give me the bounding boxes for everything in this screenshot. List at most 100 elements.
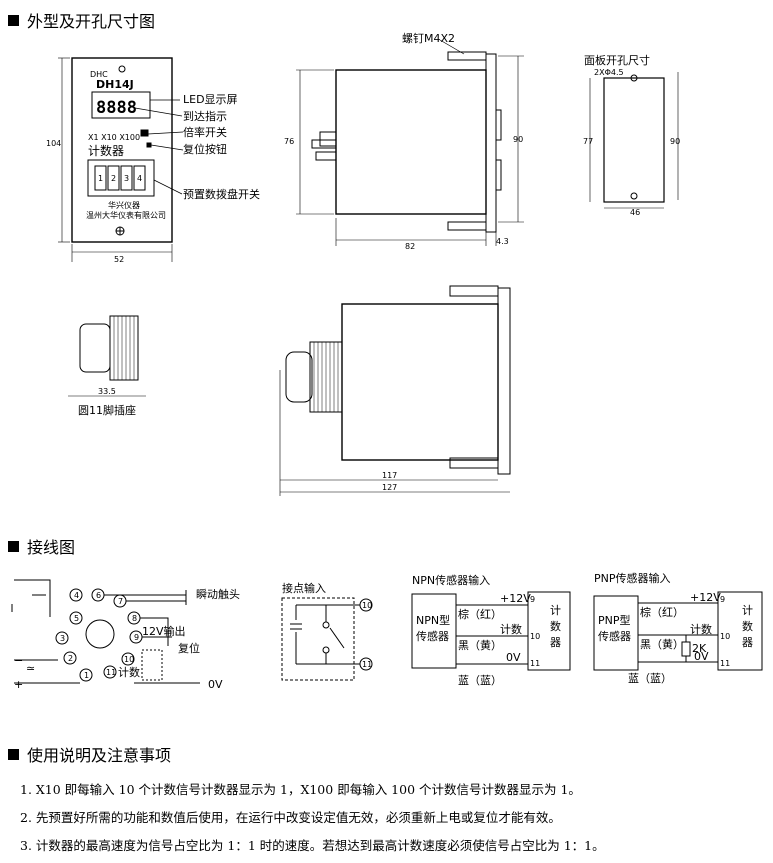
pnp-counter: 数 bbox=[742, 620, 753, 633]
front-maker1: 华兴仪器 bbox=[108, 200, 140, 210]
npn-box2: 传感器 bbox=[416, 630, 449, 643]
dim-52: 52 bbox=[114, 255, 124, 264]
pnp-r2k: 2K bbox=[692, 642, 707, 655]
pin-3: 3 bbox=[60, 634, 65, 643]
pnp-counter: 器 bbox=[742, 636, 753, 649]
wiring-plus: + bbox=[14, 678, 23, 691]
npn-zero: 0V bbox=[506, 651, 521, 664]
pnp-title: PNP传感器输入 bbox=[594, 571, 671, 585]
note-1: 1. X10 即每输入 10 个计数信号计数器显示为 1，X100 即每输入 1… bbox=[20, 782, 581, 797]
dim-82: 82 bbox=[405, 242, 415, 251]
wiring-minus: − bbox=[14, 654, 23, 667]
dim-104: 104 bbox=[46, 139, 61, 148]
dim-117: 117 bbox=[382, 471, 397, 480]
npn-counter: 器 bbox=[550, 636, 561, 649]
npn-box1: NPN型 bbox=[416, 613, 450, 627]
digit: 1 bbox=[98, 174, 103, 183]
cutout-title: 面板开孔尺寸 bbox=[584, 53, 650, 67]
wiring-main bbox=[11, 579, 200, 684]
pin-6: 6 bbox=[96, 591, 101, 600]
callout-led: LED显示屏 bbox=[183, 93, 238, 106]
section-dimensions: 外型及开孔尺寸图 bbox=[8, 8, 155, 32]
wiring-instant: 瞬动触头 bbox=[196, 587, 240, 601]
dim-90-cutout: 90 bbox=[670, 137, 680, 146]
side-screw: 螺钉M4X2 bbox=[402, 32, 455, 45]
socket-label: 圆11脚插座 bbox=[78, 403, 136, 417]
pnp-pin9: 9 bbox=[720, 595, 725, 604]
contact-pin11: 11 bbox=[362, 660, 372, 669]
front-view bbox=[58, 57, 184, 262]
section-wiring: 接线图 bbox=[8, 534, 75, 558]
pin-1: 1 bbox=[84, 671, 89, 680]
dim-33-5: 33.5 bbox=[98, 387, 116, 396]
contact-title: 接点输入 bbox=[282, 581, 326, 595]
pnp-pin11: 11 bbox=[720, 659, 730, 668]
npn-blue: 蓝（蓝） bbox=[458, 674, 502, 687]
front-display: 8888 bbox=[96, 98, 137, 118]
pnp-box2: 传感器 bbox=[598, 630, 631, 643]
npn-counter: 计 bbox=[550, 604, 561, 617]
section-usage: 使用说明及注意事项 bbox=[8, 742, 171, 766]
pin-9: 9 bbox=[134, 633, 139, 642]
front-maker2: 温州大华仪表有限公司 bbox=[86, 210, 166, 220]
section-title: 接线图 bbox=[27, 538, 76, 557]
callout-reset: 复位按钮 bbox=[183, 142, 227, 156]
pin-10: 10 bbox=[124, 655, 134, 664]
digit: 4 bbox=[137, 174, 142, 183]
npn-v12: +12V bbox=[500, 592, 531, 605]
contact-pin10: 10 bbox=[362, 601, 372, 610]
section-title: 外型及开孔尺寸图 bbox=[27, 12, 156, 31]
npn-count: 计数 bbox=[500, 623, 522, 636]
wiring-ac: ≃ bbox=[26, 662, 35, 675]
dim-127: 127 bbox=[382, 483, 397, 492]
digit: 3 bbox=[124, 174, 129, 183]
npn-counter: 数 bbox=[550, 620, 561, 633]
npn-title: NPN传感器输入 bbox=[412, 573, 490, 587]
pnp-black: 黑（黄） bbox=[640, 637, 684, 651]
pnp-brown: 棕（红） bbox=[640, 605, 684, 619]
front-multipliers: X1 X10 X100 bbox=[88, 133, 140, 142]
npn-pin10: 10 bbox=[530, 632, 540, 641]
cutout-view bbox=[589, 72, 679, 209]
wiring-reset: 复位 bbox=[178, 641, 200, 655]
cutout-hole: 2XΦ4.5 bbox=[594, 68, 624, 77]
pnp-pin10: 10 bbox=[720, 632, 730, 641]
front-brand: DHC bbox=[90, 70, 108, 79]
npn-black: 黑（黄） bbox=[458, 638, 502, 652]
callout-preset: 预置数拨盘开关 bbox=[183, 187, 260, 201]
socket-view bbox=[68, 315, 146, 397]
npn-brown: 棕（红） bbox=[458, 607, 502, 621]
npn-pin9: 9 bbox=[530, 595, 535, 604]
bullet-square-icon bbox=[8, 14, 19, 26]
dim-76: 76 bbox=[284, 137, 294, 146]
bullet-square-icon bbox=[8, 540, 19, 552]
npn-pin11: 11 bbox=[530, 659, 540, 668]
wiring-pnp bbox=[593, 591, 763, 671]
side-view bbox=[296, 39, 524, 246]
digit: 2 bbox=[111, 174, 116, 183]
note-3: 3. 计数器的最高速度为信号占空比为 1：1 时的速度。若想达到最高计数速度必须… bbox=[20, 838, 605, 853]
front-model: DH14J bbox=[96, 78, 134, 91]
pin-7: 7 bbox=[118, 597, 123, 606]
wiring-zero: 0V bbox=[208, 678, 223, 691]
pnp-count: 计数 bbox=[690, 623, 712, 636]
dim-4-3: 4.3 bbox=[496, 237, 509, 246]
wiring-count: 计数 bbox=[118, 666, 140, 679]
pnp-zero: 0V bbox=[694, 650, 709, 663]
pin-8: 8 bbox=[132, 614, 137, 623]
assembly-view bbox=[279, 285, 511, 496]
wiring-out12: 12V输出 bbox=[142, 624, 186, 638]
note-2: 2. 先预置好所需的功能和数值后使用，在运行中改变设定值无效，必须重新上电或复位… bbox=[20, 810, 561, 825]
pin-4: 4 bbox=[74, 591, 79, 600]
pnp-box1: PNP型 bbox=[598, 613, 631, 627]
callout-reach: 到达指示 bbox=[183, 109, 227, 123]
pnp-counter: 计 bbox=[742, 604, 753, 617]
callout-rate: 倍率开关 bbox=[183, 125, 227, 139]
section-title: 使用说明及注意事项 bbox=[27, 746, 172, 765]
pnp-v12: +12V bbox=[690, 591, 721, 604]
bullet-square-icon bbox=[8, 748, 19, 760]
wiring-contact bbox=[281, 597, 373, 681]
dim-46: 46 bbox=[630, 208, 640, 217]
front-name: 计数器 bbox=[88, 143, 124, 158]
